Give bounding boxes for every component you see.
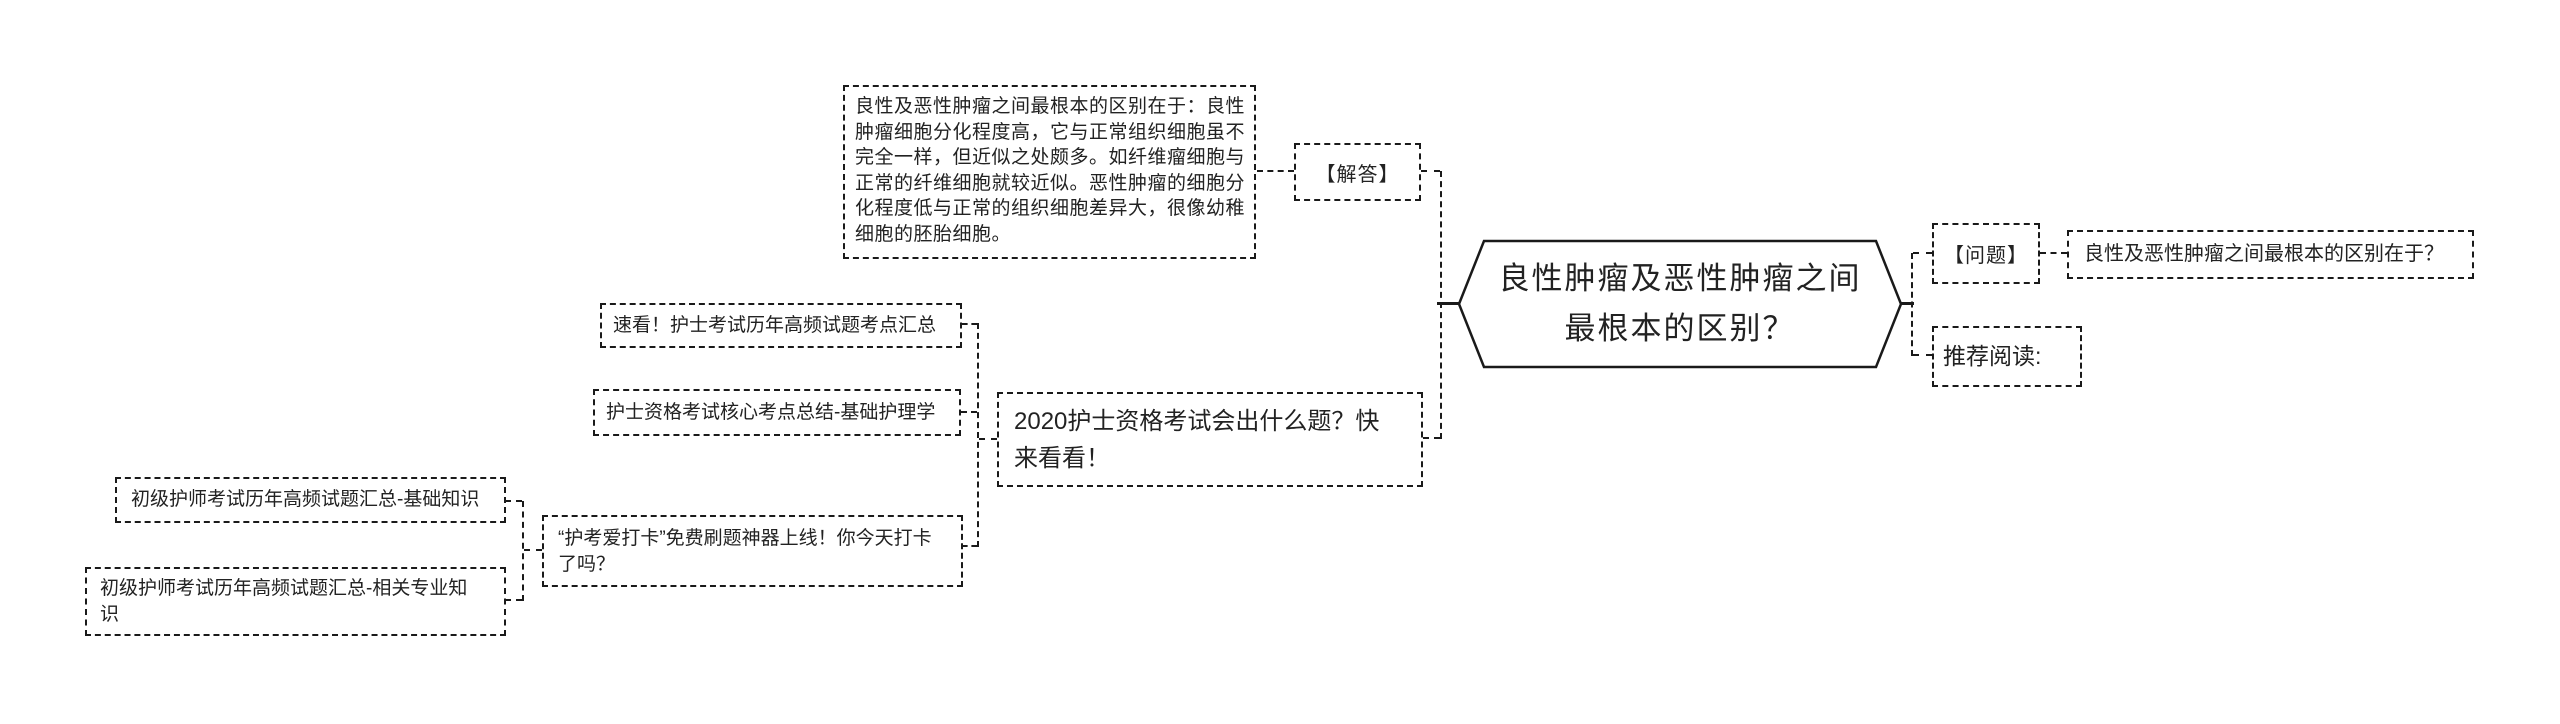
article-node-junior-basic[interactable]: 初级护师考试历年高频试题汇总-基础知识 <box>115 477 506 523</box>
connector-answerbody-answertag <box>1257 170 1294 172</box>
connector-rightline-recommend <box>1913 354 1932 356</box>
article-node-daka-app[interactable]: “护考爱打卡”免费刷题神器上线！你今天打卡了吗？ <box>542 515 963 587</box>
article-node-2020-exam[interactable]: 2020护士资格考试会出什么题？快来看看！ <box>997 392 1423 487</box>
question-tag-node[interactable]: 【问题】 <box>1932 223 2040 284</box>
answer-text-node[interactable]: 良性及恶性肿瘤之间最根本的区别在于：良性肿瘤细胞分化程度高，它与正常组织细胞虽不… <box>843 85 1256 259</box>
article-node-core-points[interactable]: 护士资格考试核心考点总结-基础护理学 <box>593 389 961 436</box>
question-text-node[interactable]: 良性及恶性肿瘤之间最根本的区别在于？ <box>2067 230 2474 279</box>
connector-vline-far-left <box>522 501 524 601</box>
root-node-shape[interactable] <box>1457 239 1903 369</box>
connector-midline-article2020 <box>979 438 997 440</box>
connector-root-right-stub <box>1898 302 1914 305</box>
connector-rightline-questiontag <box>1913 252 1932 254</box>
connector-article2020-mainline <box>1423 437 1440 439</box>
connector-juniorrelated-farline <box>505 599 522 601</box>
connector-vline-left-main <box>1440 171 1442 439</box>
root-node-label: 良性肿瘤及恶性肿瘤之间最根本的区别？ <box>1498 261 1862 346</box>
article-node-junior-related[interactable]: 初级护师考试历年高频试题汇总-相关专业知识 <box>85 567 506 636</box>
connector-root-left-stub <box>1437 302 1461 305</box>
connector-answertag-mainline <box>1421 170 1440 172</box>
article-node-quick-look[interactable]: 速看！护士考试历年高频试题考点汇总 <box>600 303 962 348</box>
recommend-reading-node[interactable]: 推荐阅读: <box>1932 326 2082 387</box>
connector-vline-middle <box>977 323 979 547</box>
connector-daka-midline <box>962 545 977 547</box>
answer-tag-node[interactable]: 【解答】 <box>1294 143 1421 201</box>
connector-questiontag-questionbody <box>2040 252 2067 254</box>
connector-corepoints-midline <box>961 411 977 413</box>
connector-juniorbasic-farline <box>505 500 522 502</box>
connector-quicklook-midline <box>962 323 977 325</box>
connector-farline-daka <box>524 549 542 551</box>
